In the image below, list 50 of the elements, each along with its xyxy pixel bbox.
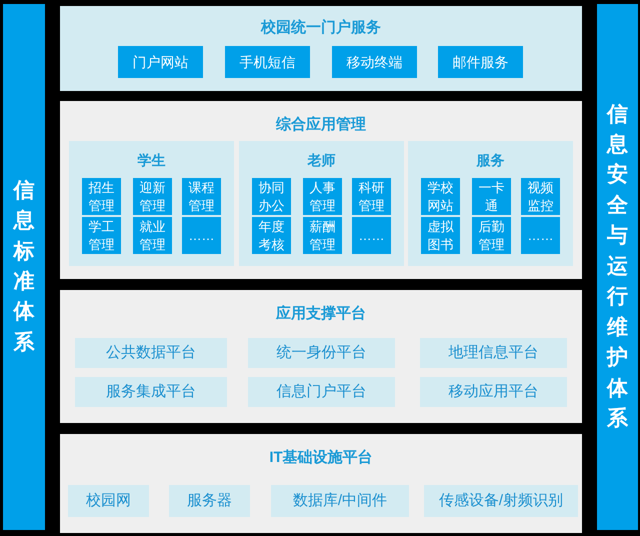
- module-box: ……: [182, 217, 221, 254]
- module-box: 后勤管理: [472, 217, 511, 254]
- module-box: 就业管理: [133, 217, 172, 254]
- module-box: 校园网: [68, 485, 149, 517]
- layer-title: IT基础设施平台: [268, 448, 374, 468]
- group-panel: [408, 141, 573, 266]
- module-box: 虚拟图书: [421, 217, 460, 254]
- layer-title: 校园统一门户服务: [260, 18, 382, 38]
- module-box: 协同办公: [252, 178, 291, 215]
- band-title: 信息安全与运行维护体系: [607, 102, 628, 432]
- module-box: 薪酬管理: [303, 217, 342, 254]
- module-box: 统一身份平台: [248, 338, 395, 368]
- group-title: 服务: [475, 151, 506, 170]
- module-box: 移动应用平台: [420, 377, 567, 407]
- module-box: 学校网站: [421, 178, 460, 215]
- side-band: [3, 4, 45, 530]
- module-box: 公共数据平台: [75, 338, 227, 368]
- module-box: 人事管理: [303, 178, 342, 215]
- layer-panel: [60, 6, 582, 91]
- side-band: [597, 4, 638, 530]
- module-box: 招生管理: [82, 178, 121, 215]
- group-panel: [239, 141, 404, 266]
- module-box: 课程管理: [182, 178, 221, 215]
- layer-title: 综合应用管理: [274, 115, 367, 135]
- module-box: 信息门户平台: [248, 377, 395, 407]
- module-box: 科研管理: [352, 178, 391, 215]
- module-box: 一卡通: [472, 178, 511, 215]
- layer-panel: [60, 434, 582, 533]
- module-box: 年度考核: [252, 217, 291, 254]
- group-title: 老师: [306, 151, 336, 170]
- module-box: 门户网站: [118, 46, 203, 78]
- module-box: 地理信息平台: [420, 338, 567, 368]
- layer-panel: [60, 101, 582, 279]
- module-box: 邮件服务: [438, 46, 523, 78]
- module-box: 移动终端: [332, 46, 417, 78]
- module-box: ……: [352, 217, 391, 254]
- module-box: 数据库/中间件: [271, 485, 409, 517]
- module-box: 服务器: [169, 485, 250, 517]
- layer-title: 应用支撑平台: [274, 304, 367, 324]
- layer-panel: [60, 290, 582, 423]
- module-box: 迎新管理: [133, 178, 172, 215]
- module-box: 服务集成平台: [75, 377, 227, 407]
- module-box: 手机短信: [225, 46, 310, 78]
- module-box: ……: [521, 217, 560, 254]
- module-box: 视频监控: [521, 178, 560, 215]
- group-panel: [69, 141, 234, 266]
- group-title: 学生: [136, 151, 166, 170]
- module-box: 传感设备/射频识别: [424, 485, 578, 517]
- module-box: 学工管理: [82, 217, 121, 254]
- band-title: 信息标准体系: [14, 178, 34, 356]
